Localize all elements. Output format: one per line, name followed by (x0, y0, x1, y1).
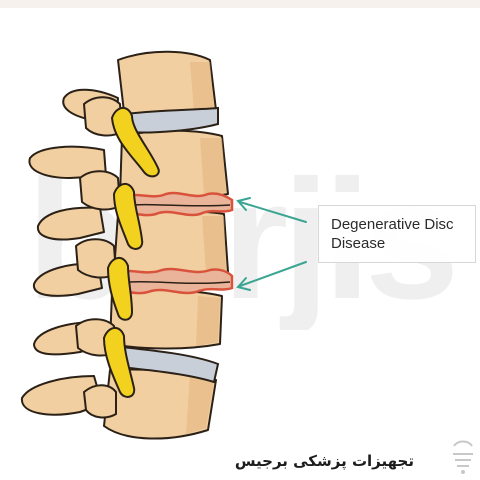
nerve-root-2 (113, 183, 144, 250)
pointer-arrows (236, 197, 307, 291)
nerve-root-1 (111, 107, 160, 178)
healthy-disc-lower (108, 344, 220, 384)
arrow-upper-icon (236, 197, 307, 223)
degenerated-discs (110, 191, 234, 295)
top-strip (0, 0, 480, 8)
facet-joints (75, 96, 123, 419)
degenerated-disc-lower (110, 267, 234, 295)
nerve-root-4 (103, 327, 136, 398)
brand-footer-text: تجهیزات پزشکی برجیس (234, 452, 414, 470)
vertebra-shading (186, 62, 226, 434)
diagnosis-label: Degenerative Disc Disease (318, 205, 476, 263)
arrow-lower-icon (236, 261, 307, 291)
nerve-root-3 (107, 257, 133, 321)
healthy-disc-upper (122, 106, 219, 134)
label-line-1: Degenerative Disc (331, 216, 454, 233)
brand-logo-icon (448, 436, 478, 476)
nerve-roots (103, 107, 160, 398)
healthy-discs (108, 106, 220, 384)
degenerated-disc-upper (118, 191, 234, 217)
label-line-2: Disease (331, 235, 386, 252)
